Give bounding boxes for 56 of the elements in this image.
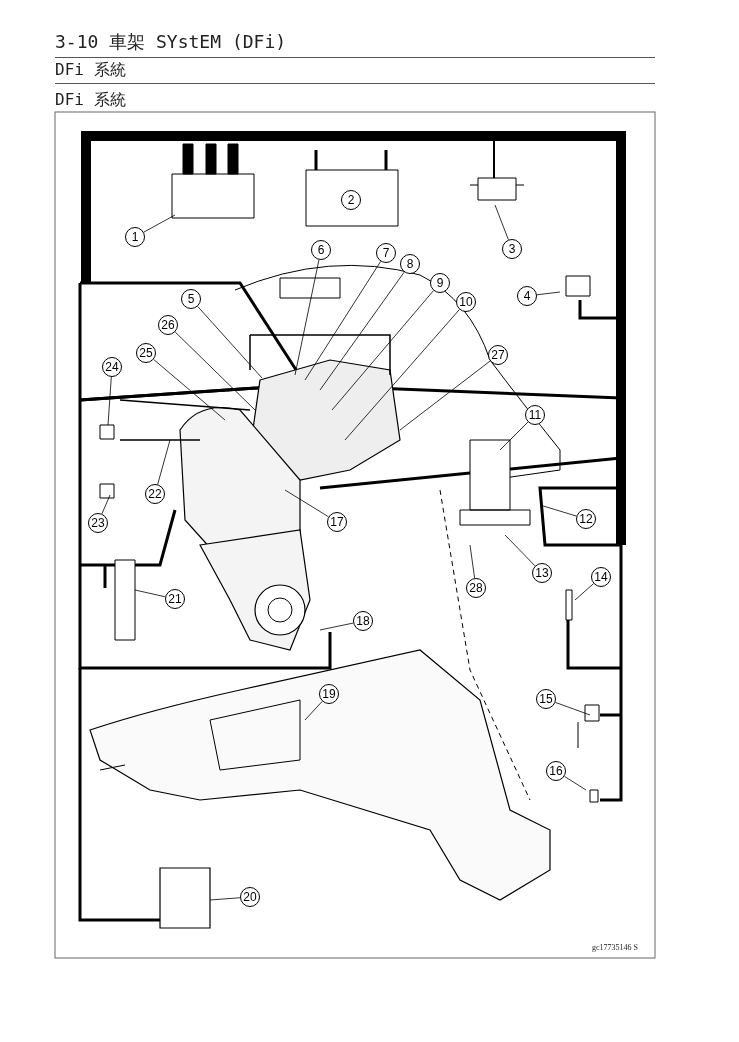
page-title: 3-10 車架 SYstEM (DFi)	[55, 30, 287, 54]
callout-number: 11	[525, 405, 545, 425]
callout-number: 26	[158, 315, 178, 335]
callout-number: 10	[456, 292, 476, 312]
leader-line	[174, 331, 256, 411]
callout-number: 12	[576, 509, 596, 529]
leader-line	[284, 489, 329, 518]
leader-line	[331, 290, 434, 411]
leader-line	[134, 589, 166, 598]
leader-line	[304, 261, 381, 381]
leader-line	[197, 306, 263, 379]
callout-number: 23	[88, 513, 108, 533]
section-heading: DFi 系統	[55, 60, 126, 81]
leader-line	[101, 494, 111, 515]
callout-number: 14	[591, 567, 611, 587]
leader-line	[399, 360, 491, 431]
callout-number: 24	[102, 357, 122, 377]
callout-number: 6	[311, 240, 331, 260]
callout-number: 9	[430, 273, 450, 293]
leader-line	[209, 897, 241, 901]
callout-number: 21	[165, 589, 185, 609]
leader-line	[294, 259, 320, 376]
callout-number: 13	[532, 563, 552, 583]
leader-line	[319, 271, 405, 391]
leader-line	[564, 775, 587, 791]
leader-line	[494, 204, 509, 241]
callout-number: 5	[181, 289, 201, 309]
callout-number: 3	[502, 239, 522, 259]
leader-line	[536, 291, 561, 296]
callout-number: 15	[536, 689, 556, 709]
leader-line	[143, 214, 176, 233]
callout-number: 1	[125, 227, 145, 247]
callout-number: 27	[488, 345, 508, 365]
callout-number: 20	[240, 887, 260, 907]
leader-line	[153, 359, 226, 421]
leader-line	[319, 622, 354, 631]
leader-line	[157, 439, 171, 485]
figure-code: gc17735146 S	[592, 943, 638, 952]
callout-number: 18	[353, 611, 373, 631]
leader-line	[504, 534, 536, 567]
leader-line	[304, 700, 323, 721]
callout-number: 8	[400, 254, 420, 274]
leader-line	[574, 583, 594, 601]
callout-number: 17	[327, 512, 347, 532]
callout-number: 22	[145, 484, 165, 504]
callout-number: 4	[517, 286, 537, 306]
leader-line	[107, 376, 112, 426]
leader-line	[469, 544, 475, 579]
leader-line	[344, 309, 460, 441]
callout-number: 25	[136, 343, 156, 363]
leader-line	[499, 421, 529, 451]
leader-line	[555, 702, 591, 716]
callout-number: 7	[376, 243, 396, 263]
callout-number: 28	[466, 578, 486, 598]
subsection-heading: DFi 系統	[55, 90, 126, 111]
callout-number: 16	[546, 761, 566, 781]
